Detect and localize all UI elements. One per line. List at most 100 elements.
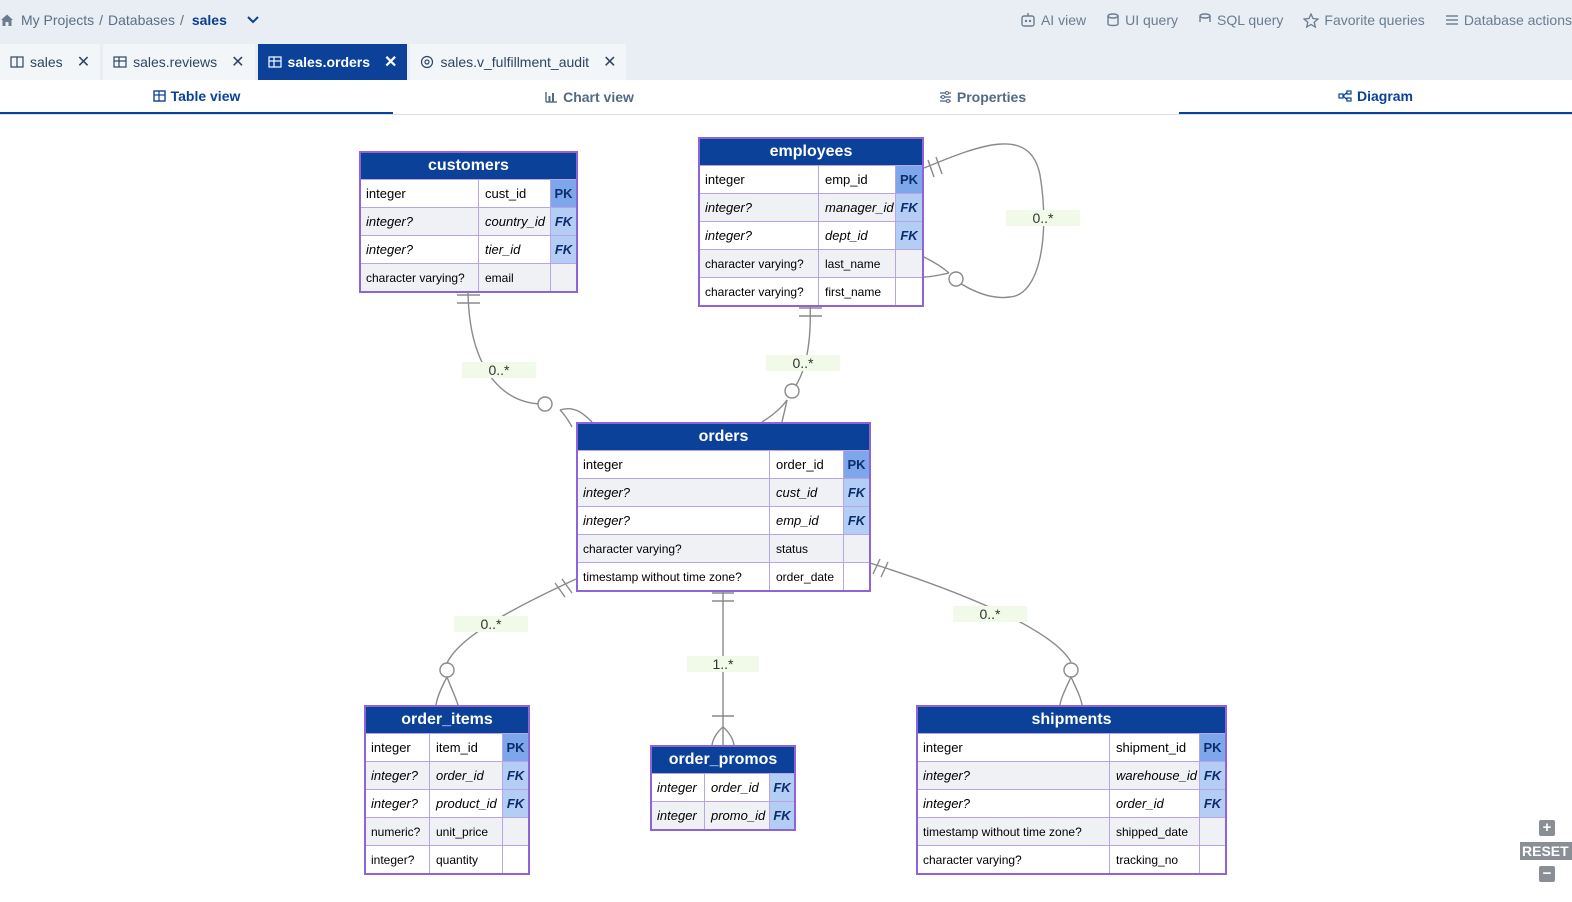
robot-icon <box>1021 13 1035 27</box>
tab-table-view[interactable]: Table view <box>0 80 393 114</box>
fk-badge: FK <box>551 208 576 235</box>
ai-view-label: AI view <box>1040 12 1087 28</box>
tab-label: sales.orders <box>287 54 371 70</box>
table-row: integer?quantity <box>366 845 528 873</box>
close-icon[interactable]: ✕ <box>231 54 245 71</box>
tab-chart-view[interactable]: Chart view <box>393 80 786 114</box>
tab-label: Properties <box>956 89 1027 105</box>
chevron-down-icon[interactable] <box>246 15 260 25</box>
view-icon <box>421 55 434 69</box>
editor-tabs: sales ✕ sales.reviews ✕ sales.orders ✕ s… <box>0 44 629 80</box>
table-icon <box>113 56 127 68</box>
ui-query-button[interactable]: UI query <box>1106 12 1178 28</box>
tab-label: Table view <box>170 88 241 104</box>
tab-sales[interactable]: sales ✕ <box>0 44 101 80</box>
home-icon[interactable] <box>0 13 14 27</box>
database-actions-button[interactable]: Database actions <box>1445 12 1572 28</box>
cardinality-label: 1..* <box>687 656 759 672</box>
zoom-out-button[interactable]: − <box>1539 866 1555 882</box>
tab-diagram[interactable]: Diagram <box>1179 80 1572 114</box>
sql-icon <box>1199 13 1211 22</box>
entity-title: customers <box>361 153 576 179</box>
breadcrumb-current: sales <box>191 12 227 28</box>
diagram-canvas[interactable]: 0..* 0..* 0..* 0..* 1..* 0..* customers … <box>0 115 1572 902</box>
bar-chart-icon <box>545 92 558 103</box>
header-actions: AI view UI query SQL query Favorite quer… <box>1000 10 1572 30</box>
cardinality-label: 0..* <box>953 606 1027 622</box>
favorite-queries-label: Favorite queries <box>1324 12 1425 28</box>
fk-badge: FK <box>896 194 922 221</box>
table-row: timestamp without time zone?shipped_date <box>918 817 1225 845</box>
database-icon <box>1107 13 1119 27</box>
pk-badge: PK <box>896 166 922 193</box>
entity-title: orders <box>578 424 869 450</box>
zoom-in-button[interactable]: + <box>1539 820 1555 836</box>
sliders-icon <box>939 91 951 103</box>
entity-title: shipments <box>918 707 1225 733</box>
fk-badge: FK <box>770 802 794 829</box>
close-icon[interactable]: ✕ <box>603 54 617 71</box>
table-icon <box>152 90 166 102</box>
cardinality-label: 0..* <box>454 616 528 632</box>
close-icon[interactable]: ✕ <box>76 54 91 71</box>
cardinality-label: 0..* <box>462 362 536 378</box>
reset-zoom-button[interactable]: RESET <box>1520 842 1572 860</box>
tab-sales-reviews[interactable]: sales.reviews ✕ <box>103 44 255 80</box>
entity-title: order_promos <box>652 747 794 773</box>
book-icon <box>10 56 24 68</box>
tab-sales-orders[interactable]: sales.orders ✕ <box>257 44 408 80</box>
close-icon[interactable]: ✕ <box>384 54 398 71</box>
cardinality-label: 0..* <box>1006 210 1080 226</box>
tab-label: sales.reviews <box>133 54 218 70</box>
ai-view-button[interactable]: AI view <box>1020 12 1086 28</box>
fk-badge: FK <box>1200 762 1225 789</box>
ui-query-label: UI query <box>1125 12 1179 28</box>
entity-title: employees <box>700 139 922 165</box>
fk-badge: FK <box>503 790 528 817</box>
table-row: timestamp without time zone?order_date <box>578 562 869 590</box>
pk-badge: PK <box>503 734 528 761</box>
tab-label: sales.v_fulfillment_audit <box>440 54 590 70</box>
tab-sales-v-fulfillment-audit[interactable]: sales.v_fulfillment_audit ✕ <box>410 44 627 80</box>
breadcrumb-databases[interactable]: Databases <box>108 12 175 28</box>
fk-badge: FK <box>503 762 528 789</box>
sql-query-button[interactable]: SQL query <box>1198 12 1283 28</box>
sql-query-label: SQL query <box>1217 12 1284 28</box>
tab-properties[interactable]: Properties <box>786 80 1179 114</box>
fk-badge: FK <box>770 774 794 801</box>
breadcrumb-sep: / <box>179 12 184 28</box>
favorite-queries-button[interactable]: Favorite queries <box>1303 12 1425 28</box>
table-icon <box>267 56 282 68</box>
breadcrumb: My Projects / Databases / sales <box>0 10 260 30</box>
entity-title: order_items <box>366 707 528 733</box>
cardinality-label: 0..* <box>766 355 840 371</box>
table-row: character varying?last_name <box>700 249 922 277</box>
breadcrumb-projects[interactable]: My Projects <box>21 12 95 28</box>
fk-badge: FK <box>551 236 576 263</box>
tab-label: sales <box>30 54 63 70</box>
tab-label: Diagram <box>1356 88 1414 104</box>
view-tabs: Table view Chart view Properties Diagram <box>0 80 1572 115</box>
pk-badge: PK <box>551 180 576 207</box>
pk-badge: PK <box>844 451 869 478</box>
top-bar: My Projects / Databases / sales AI view … <box>0 0 1572 80</box>
breadcrumb-sep: / <box>99 12 104 28</box>
